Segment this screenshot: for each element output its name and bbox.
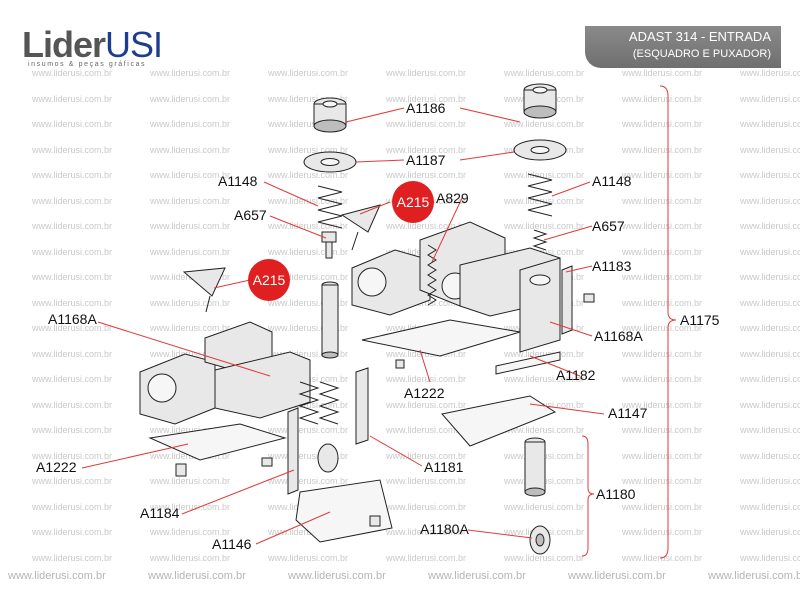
part-a1187-right [513,139,567,161]
label-a1168a-left: A1168A [48,311,97,327]
part-a1222-left [148,423,287,461]
part-a1180 [524,437,546,497]
label-a1222-left: A1222 [36,459,77,475]
label-a657-left: A657 [234,207,267,223]
logo-name-secondary: USI [105,24,163,65]
label-a1186: A1186 [406,100,446,116]
part-a215-lower [182,267,226,313]
part-a1180a [529,525,551,555]
label-a1175: A1175 [680,312,720,328]
logo-name-primary: Lider [22,24,106,65]
label-a1180a: A1180A [420,521,469,537]
brand-logo: LiderUSI insumos & peças gráficas [22,24,163,68]
label-a1168a-right: A1168A [594,328,643,344]
label-a1146: A1146 [212,536,252,552]
label-a1148-left: A1148 [218,173,258,189]
badge-a215-lower: A215 [248,259,290,301]
part-labels: A1186 A1187 A1148 A1148 A829 A657 A657 A… [36,100,720,552]
badge-a215-lower-text: A215 [253,272,286,288]
part-bracket-upper [351,221,561,317]
label-a829: A829 [436,190,469,206]
part-a657-right [532,229,548,251]
logo-tagline: insumos & peças gráficas [28,61,147,68]
label-a1181: A1181 [424,459,464,475]
page-title: ADAST 314 - ENTRADA [628,29,771,44]
part-a1182 [495,351,561,375]
part-a1148-left [317,185,343,229]
label-a1222-center: A1222 [404,385,445,401]
label-a657-right: A657 [592,218,625,234]
label-a1184: A1184 [140,505,180,521]
part-screws [175,293,595,527]
part-a1183 [561,265,573,335]
part-a1184 [287,407,299,495]
part-a657-left [321,231,337,259]
label-a1180: A1180 [596,486,636,502]
part-drawings [139,83,595,555]
badge-a215-upper: A215 [392,181,434,223]
title-bar: ADAST 314 - ENTRADA (ESQUADRO E PUXADOR) [585,26,781,68]
label-a1148-right: A1148 [592,173,632,189]
label-a1182: A1182 [556,367,596,383]
part-bracket-lower [139,321,311,425]
part-roller [317,443,339,473]
part-piston-left [321,281,339,359]
leader-lines [81,85,677,559]
badge-a215-upper-text: A215 [397,194,430,210]
part-a1168a-right [519,257,561,353]
header: LiderUSI insumos & peças gráficas ADAST … [0,0,800,70]
part-a1187-left [303,151,357,173]
page-subtitle: (ESQUADRO E PUXADOR) [632,48,771,60]
label-a1147: A1147 [608,405,648,421]
part-a215-upper [340,204,381,251]
label-a1183: A1183 [592,258,632,274]
part-a1146 [295,479,393,543]
part-a1147 [441,395,557,447]
part-a1181 [355,367,369,445]
part-a1186-right [523,83,557,119]
part-spring-cluster [298,381,340,425]
part-a1186-left [313,97,347,133]
part-a829 [427,244,437,306]
part-a1148-right [527,173,553,217]
label-a1187: A1187 [406,152,446,168]
logo-wordmark: LiderUSI [22,24,163,65]
part-a1222-center [361,319,521,357]
